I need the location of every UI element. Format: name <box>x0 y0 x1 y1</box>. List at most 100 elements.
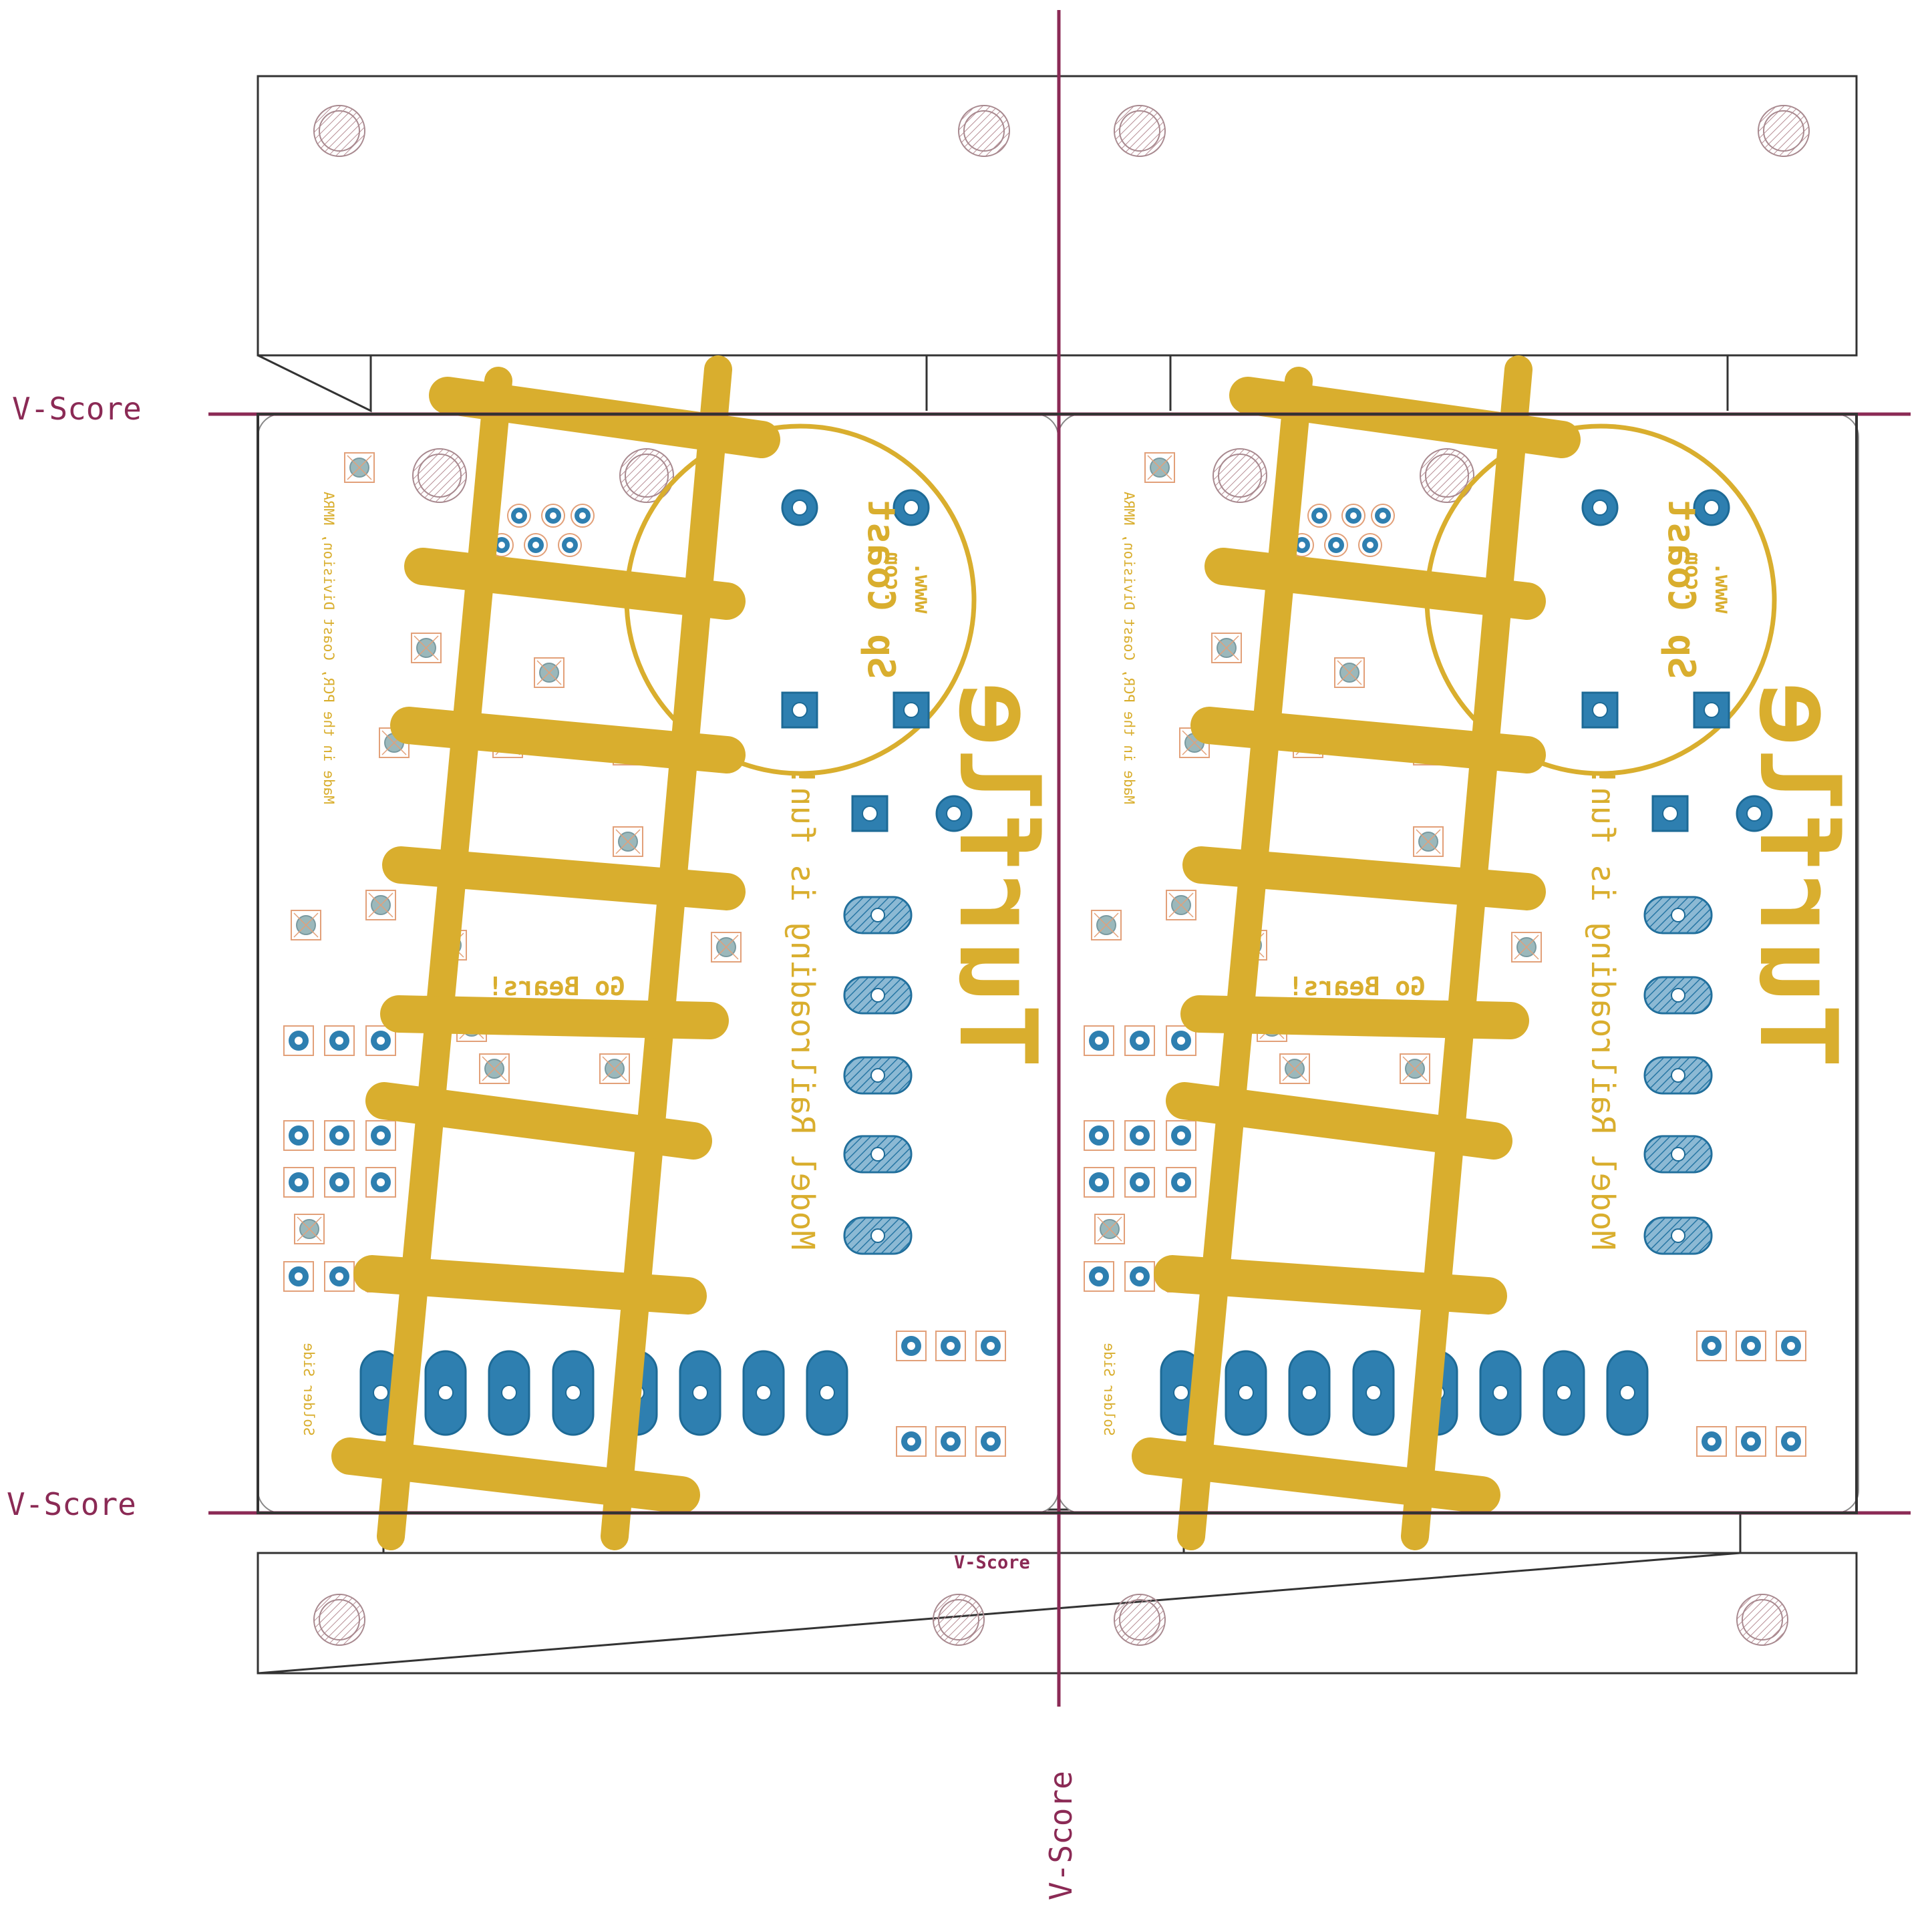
oval-pad-vertical <box>1479 1350 1522 1436</box>
oval-pad <box>843 1135 913 1174</box>
component-footprint <box>479 1053 510 1084</box>
component-footprint <box>534 657 565 688</box>
oval-pad <box>1643 976 1713 1015</box>
component-footprint <box>294 1214 325 1244</box>
tooling-hole-icon <box>313 105 365 157</box>
oval-pad <box>843 1056 913 1095</box>
oval-pad-vertical <box>1225 1350 1267 1436</box>
tooling-hole-icon <box>933 1594 985 1646</box>
small-pad <box>975 1426 1006 1457</box>
small-pad <box>283 1261 314 1292</box>
small-pad <box>1776 1426 1806 1457</box>
component-footprint <box>1334 657 1365 688</box>
oval-pad <box>843 896 913 934</box>
oval-pad-vertical <box>1606 1350 1649 1436</box>
component-footprint <box>411 633 442 663</box>
website-text-prefix: www. <box>1710 562 1736 613</box>
solder-side-text: Solder Side <box>1101 1343 1117 1435</box>
small-pad <box>1124 1261 1155 1292</box>
through-hole-pad <box>1736 795 1773 832</box>
small-pad <box>1166 1120 1196 1151</box>
header-pin <box>558 533 582 557</box>
small-pad <box>935 1426 966 1457</box>
board-title: Turfle <box>935 682 1060 1068</box>
small-pad <box>324 1025 355 1056</box>
oval-pad-vertical <box>1288 1350 1331 1436</box>
website-text: Sp Coast <box>1659 499 1703 679</box>
component-footprint <box>291 910 321 940</box>
oval-pad-vertical <box>424 1350 467 1436</box>
oval-pad <box>843 976 913 1015</box>
header-pin <box>524 533 548 557</box>
through-hole-pad <box>893 691 930 729</box>
small-pad <box>1084 1025 1114 1056</box>
oval-pad-vertical <box>1352 1350 1395 1436</box>
through-hole-pad <box>1581 691 1619 729</box>
component-footprint <box>1511 932 1542 963</box>
small-pad <box>1696 1426 1727 1457</box>
go-bears-text: Go Bears! <box>1288 972 1426 1001</box>
small-pad <box>365 1025 396 1056</box>
vscore-label-bottom-small: V-Score <box>954 1552 1030 1573</box>
small-pad <box>365 1167 396 1198</box>
component-footprint <box>1413 826 1444 857</box>
header-pin <box>1358 533 1382 557</box>
through-hole-pad <box>1651 795 1689 832</box>
through-hole-pad <box>1693 489 1730 526</box>
board-slogan: Model Railroading is fun! <box>1584 767 1621 1250</box>
oval-pad-vertical <box>1543 1350 1585 1436</box>
header-pin <box>1307 504 1331 528</box>
small-pad <box>283 1167 314 1198</box>
mounting-hole-icon <box>1420 448 1474 503</box>
oval-pad-vertical <box>488 1350 530 1436</box>
header-pin <box>541 504 565 528</box>
small-pad <box>1696 1331 1727 1361</box>
board-title: Turfle <box>1736 682 1861 1068</box>
header-pin <box>1324 533 1348 557</box>
small-pad <box>1166 1025 1196 1056</box>
through-hole-pad <box>935 795 973 832</box>
small-pad <box>896 1426 927 1457</box>
mounting-hole-icon <box>1213 448 1267 503</box>
small-pad <box>283 1025 314 1056</box>
through-hole-pad <box>781 691 818 729</box>
oval-pad-vertical <box>552 1350 595 1436</box>
tooling-holes <box>313 105 1810 1646</box>
small-pad <box>1084 1120 1114 1151</box>
website-text-prefix: www. <box>910 562 935 613</box>
small-pad <box>1166 1167 1196 1198</box>
small-pad <box>1776 1331 1806 1361</box>
through-hole-pad <box>851 795 889 832</box>
small-pad <box>1084 1261 1114 1292</box>
small-pad <box>896 1331 927 1361</box>
small-pad <box>365 1120 396 1151</box>
component-footprint <box>599 1053 630 1084</box>
through-hole-pad <box>1581 489 1619 526</box>
railroad-track-graphic <box>1132 355 1581 1550</box>
go-bears-text: Go Bears! <box>488 972 625 1001</box>
through-hole-pad <box>1693 691 1730 729</box>
component-footprint <box>711 932 742 963</box>
website-text: Sp Coast <box>859 499 903 679</box>
component-footprint <box>1144 452 1175 483</box>
website-text-suffix: .com <box>1680 552 1706 603</box>
small-pad <box>1124 1025 1155 1056</box>
small-pad <box>283 1120 314 1151</box>
oval-pad <box>1643 1216 1713 1255</box>
vscore-label-vertical: V-Score <box>1043 1771 1079 1900</box>
oval-pad-vertical <box>806 1350 848 1436</box>
oval-pad <box>843 1216 913 1255</box>
website-text-suffix: .com <box>880 552 905 603</box>
component-footprint <box>1211 633 1242 663</box>
vscore-lines <box>208 10 1911 1707</box>
component-footprint <box>1091 910 1122 940</box>
tooling-hole-icon <box>1114 105 1166 157</box>
solder-side-text: Solder Side <box>301 1343 317 1435</box>
oval-pad-vertical <box>679 1350 721 1436</box>
small-pad <box>975 1331 1006 1361</box>
tooling-hole-icon <box>313 1594 365 1646</box>
small-pad <box>935 1331 966 1361</box>
small-pad <box>1124 1167 1155 1198</box>
small-pad <box>1084 1167 1114 1198</box>
